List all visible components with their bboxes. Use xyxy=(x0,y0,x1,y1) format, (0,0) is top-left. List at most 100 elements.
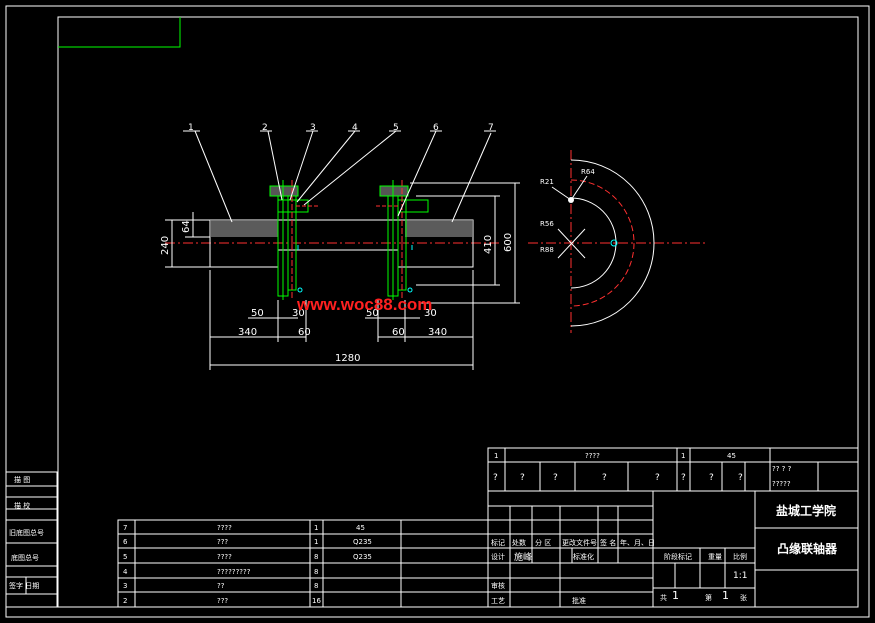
dim-340-left: 340 xyxy=(238,327,257,338)
designer-name: 施峰 xyxy=(514,551,532,563)
part-label-4: 4 xyxy=(352,123,358,133)
scale-label: 比例 xyxy=(733,552,747,561)
dim-50-left: 50 xyxy=(251,308,264,319)
bom-row: 3 ?? 8 xyxy=(123,582,318,590)
bom-no: 3 xyxy=(123,582,127,590)
coupling-section-view xyxy=(165,130,520,370)
approve-label: 批准 xyxy=(572,596,586,605)
dim-1280: 1280 xyxy=(335,353,360,364)
tb-side-small-a: ?? ? ? xyxy=(772,465,792,473)
bom-qty: 8 xyxy=(314,582,318,590)
dim-340-right: 340 xyxy=(428,327,447,338)
process-label: 工艺 xyxy=(491,597,505,605)
dim-50-right: 50 xyxy=(366,308,379,319)
bom-no: 5 xyxy=(123,553,127,561)
std-label: 标准化 xyxy=(573,552,594,561)
part-label-2: 2 xyxy=(262,123,268,133)
design-label: 设计 xyxy=(491,552,505,561)
left-row-trace: 描 图 xyxy=(14,475,30,484)
part-label-7: 7 xyxy=(488,123,494,133)
dim-410: 410 xyxy=(483,235,494,254)
bom-name: ???? xyxy=(217,524,232,532)
tb-top-c4: 45 xyxy=(727,452,736,460)
inner-frame xyxy=(57,16,859,608)
weight-label: 重量 xyxy=(708,553,722,561)
bom-no: 4 xyxy=(123,568,128,576)
rev-h-zone: 分 区 xyxy=(535,538,551,547)
radius-r21: R21 xyxy=(540,178,554,186)
bom-row: 5 ???? 8 Q235 xyxy=(123,553,372,561)
rev-h-count: 处数 xyxy=(512,538,526,547)
watermark: www.woc88.com xyxy=(296,295,432,314)
dim-60-left: 60 xyxy=(298,327,311,338)
dim-30-left: 30 xyxy=(292,308,305,319)
bom-material: 45 xyxy=(356,524,365,532)
left-row-sign-date: 签字 日期 xyxy=(9,581,39,590)
bom-row: 7 ???? 1 45 xyxy=(123,524,365,532)
tb-side-small-b: ????? xyxy=(772,480,791,488)
bom-material: Q235 xyxy=(353,538,372,546)
bom-qty: 16 xyxy=(312,597,321,605)
dim-600: 600 xyxy=(503,233,514,252)
tb-top-c2: ???? xyxy=(585,452,600,460)
bom-name: ????????? xyxy=(217,568,251,576)
sheets-page-label: 张 xyxy=(740,593,747,602)
dim-240: 240 xyxy=(160,236,171,255)
outer-frame xyxy=(5,5,870,618)
dim-30-right: 30 xyxy=(424,308,437,319)
stage-mark-label: 阶段标记 xyxy=(664,552,692,561)
bom-no: 2 xyxy=(123,597,127,605)
radius-r56: R56 xyxy=(540,220,554,228)
bom-name: ??? xyxy=(217,538,228,546)
tb-top-c1: 1 xyxy=(494,452,498,460)
tb-second-c1: ? xyxy=(493,473,498,483)
school-name: 盐城工学院 xyxy=(776,503,836,518)
left-row-check: 描 校 xyxy=(14,501,30,510)
left-row-old-no: 旧底图总号 xyxy=(9,528,44,537)
bom-no: 7 xyxy=(123,524,127,532)
coupling-end-view xyxy=(528,150,705,333)
tb-second-c8: ? xyxy=(738,473,743,483)
part-label-1: 1 xyxy=(188,123,194,133)
scale-value: 1:1 xyxy=(733,571,747,581)
bom-row: 2 ??? 16 xyxy=(123,597,321,605)
tb-top-c3: 1 xyxy=(681,452,685,460)
tb-second-c3: ? xyxy=(553,473,558,483)
bom-no: 6 xyxy=(123,538,128,546)
bom-name: ?? xyxy=(217,582,225,590)
sheets-total: 1 xyxy=(672,589,679,602)
bom-row: 6 ??? 1 Q235 xyxy=(123,538,372,546)
code-box xyxy=(58,17,181,48)
radius-r64: R64 xyxy=(581,168,595,176)
bom-qty: 8 xyxy=(314,553,318,561)
tb-second-c5: ? xyxy=(655,473,660,483)
part-label-5: 5 xyxy=(393,123,399,133)
bom-table xyxy=(117,519,489,608)
review-label: 审核 xyxy=(491,581,505,590)
sheets-sheet: 1 xyxy=(722,589,729,602)
bom-qty: 8 xyxy=(314,568,318,576)
bom-qty: 1 xyxy=(314,524,318,532)
part-label-6: 6 xyxy=(433,123,439,133)
left-sign-block xyxy=(5,471,58,608)
sheets-sheet-label: 第 xyxy=(705,593,712,602)
part-label-3: 3 xyxy=(310,123,316,133)
dim-60-right: 60 xyxy=(392,327,405,338)
left-row-base-no: 底图总号 xyxy=(11,553,39,562)
bom-qty: 1 xyxy=(314,538,318,546)
bom-name: ???? xyxy=(217,553,232,561)
part-name: 凸缘联轴器 xyxy=(777,541,838,556)
title-block xyxy=(487,447,859,608)
tb-second-c4: ? xyxy=(602,473,607,483)
rev-h-sign: 签 名 xyxy=(600,538,616,547)
rev-h-mark: 标记 xyxy=(491,538,505,547)
rev-h-docno: 更改文件号 xyxy=(562,538,597,547)
sheets-total-label: 共 xyxy=(660,593,667,602)
dim-64: 64 xyxy=(181,220,192,233)
radius-r88: R88 xyxy=(540,246,554,254)
tb-second-c2: ? xyxy=(520,473,525,483)
bom-name: ??? xyxy=(217,597,228,605)
bom-row: 4 ????????? 8 xyxy=(123,568,318,576)
tb-second-c6: ? xyxy=(681,473,686,483)
